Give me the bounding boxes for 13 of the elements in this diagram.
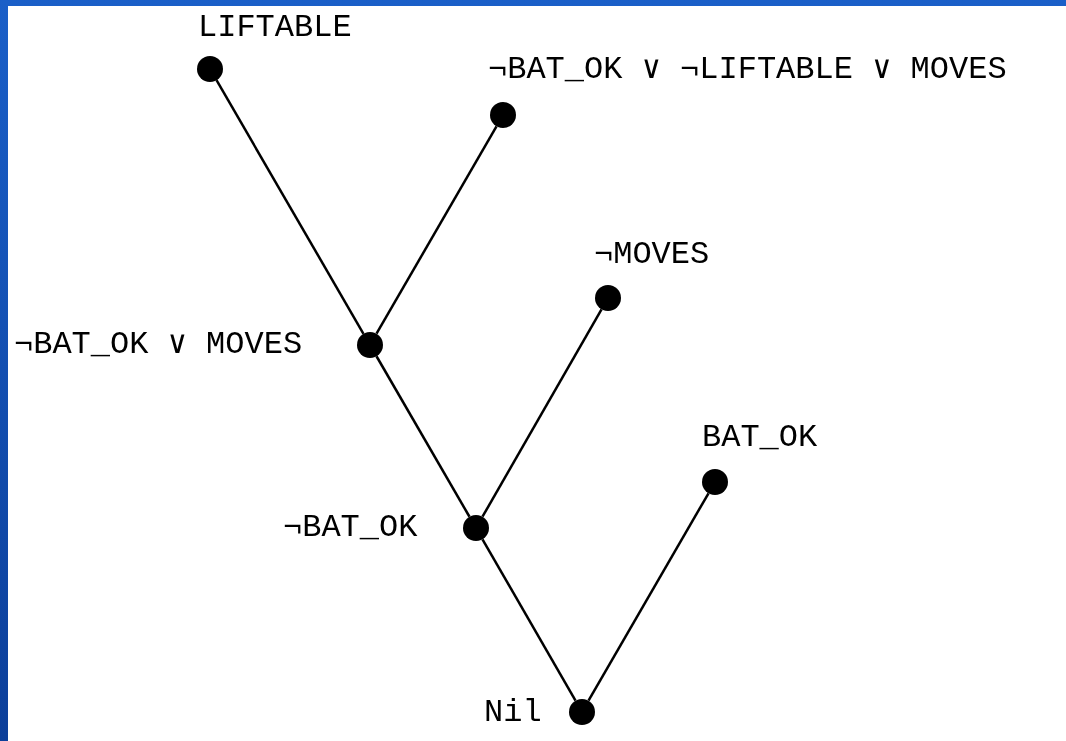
- node-label: ¬BAT_OK ∨ MOVES: [14, 327, 303, 363]
- node-label: ¬BAT_OK: [283, 510, 418, 546]
- connector-line: [375, 125, 498, 335]
- connector-line: [215, 79, 365, 335]
- node-label: LIFTABLE: [198, 10, 352, 46]
- connector-line: [587, 492, 710, 702]
- connector-line: [481, 308, 603, 518]
- node-label: ¬BAT_OK ∨ ¬LIFTABLE ∨ MOVES: [488, 52, 1007, 88]
- connector-line: [481, 538, 577, 702]
- node-label: BAT_OK: [702, 420, 818, 456]
- node-label: ¬MOVES: [594, 237, 710, 273]
- node-label: Nil: [484, 695, 542, 731]
- connector-line: [375, 355, 471, 518]
